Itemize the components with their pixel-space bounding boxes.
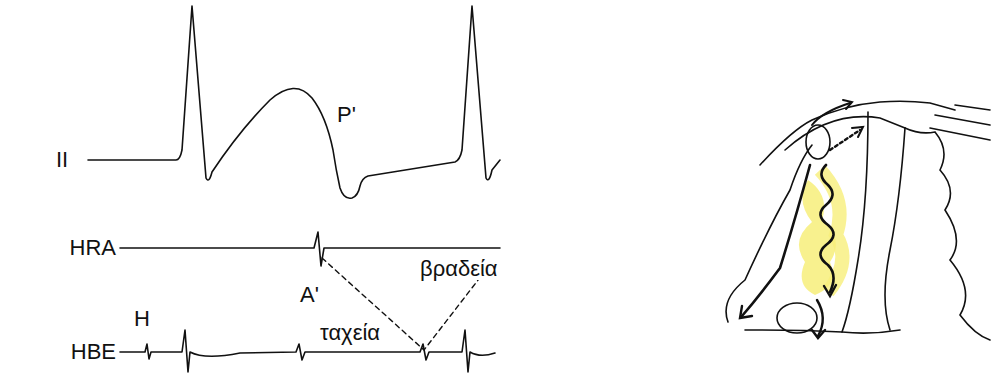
- signal-label: HRA: [70, 237, 116, 259]
- ecg-trace: [88, 6, 500, 198]
- heart-anatomy: [726, 100, 990, 340]
- signal-label: ταχεία: [318, 322, 382, 344]
- hbe-trace: [120, 330, 495, 372]
- signal-label: II: [56, 149, 68, 171]
- signal-label: HBE: [71, 341, 116, 363]
- signal-label: A': [298, 284, 321, 306]
- signal-label: P': [335, 104, 358, 126]
- signal-label: H: [134, 308, 150, 330]
- signal-label: βραδεία: [418, 258, 500, 280]
